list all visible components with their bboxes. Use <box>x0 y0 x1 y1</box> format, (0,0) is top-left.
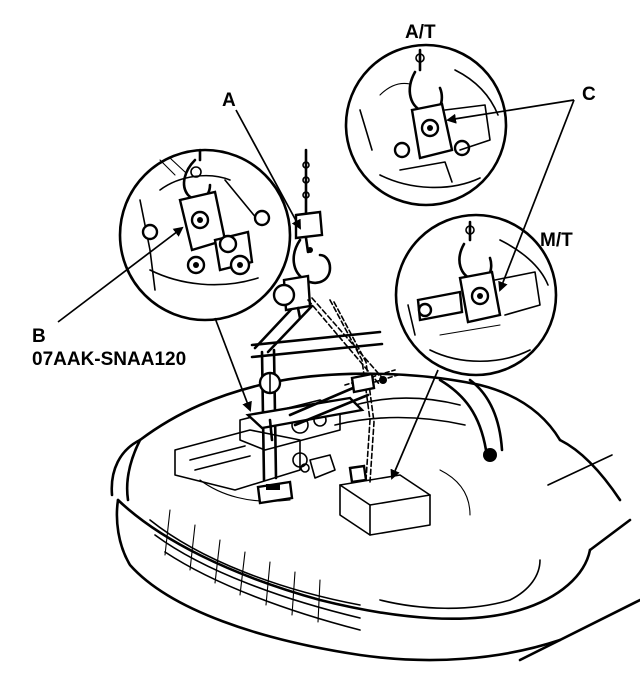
label-a: A <box>222 90 236 111</box>
label-mt: M/T <box>540 230 573 251</box>
engine-support-bar <box>245 298 384 505</box>
engine-bay-components <box>174 378 504 536</box>
detail-circle-mt <box>394 213 558 377</box>
leader-lines <box>57 99 575 480</box>
hoist-hook <box>272 148 332 320</box>
label-part-number: 07AAK-SNAA120 <box>32 349 186 370</box>
car-body-outline <box>110 372 640 662</box>
label-at: A/T <box>405 22 436 43</box>
label-b: B <box>32 326 46 347</box>
detail-circle-at <box>344 43 508 207</box>
lifting-chains <box>307 297 399 484</box>
label-c: C <box>582 84 596 105</box>
detail-circle-bracket-b <box>118 148 292 322</box>
